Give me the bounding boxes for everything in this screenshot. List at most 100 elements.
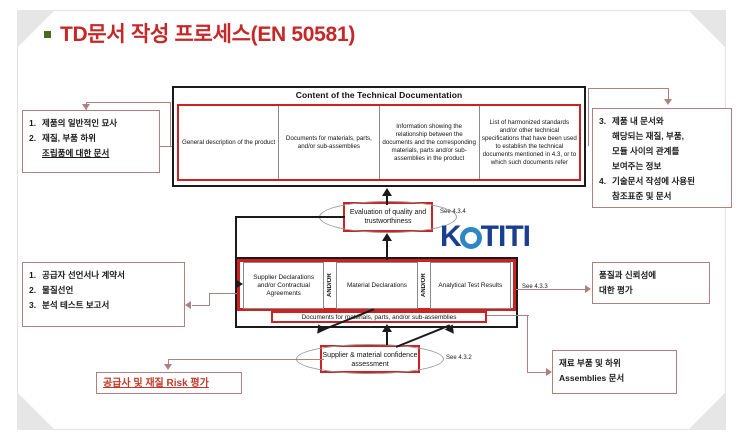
materials-group-cells: Supplier Declarations and/or Contractual… xyxy=(243,262,511,309)
feedback-line-vertical xyxy=(235,216,237,284)
technical-documentation-header: Content of the Technical Documentation xyxy=(295,90,463,100)
annotation-right-bottom: 재료 부품 및 하위 Assemblies 문서 xyxy=(552,350,677,394)
connector-left-bottom-h xyxy=(168,359,324,360)
see-ref-434: See 4.3.4 xyxy=(440,209,466,215)
annotation-left-middle: 1. 공급자 선언서나 계약서 2. 물질선언 3. 분석 테스트 보고서 xyxy=(22,262,185,327)
annotation-line: 재료 부품 및 하위 xyxy=(559,358,621,368)
annotation-line: 1. 제품의 일반적인 묘사 xyxy=(29,116,153,131)
flow-line-eval-to-td xyxy=(386,195,388,205)
evaluation-of-quality-node: Evaluation of quality and trustworthines… xyxy=(319,201,457,233)
bullet-square-icon xyxy=(44,31,51,38)
annotation-text: 모듈 사이의 관계를 xyxy=(612,146,680,156)
feedback-arrow-into-supplier xyxy=(235,279,243,289)
connector-left-mid-v xyxy=(209,293,210,305)
annotation-line: 대한 평가 xyxy=(599,285,633,295)
annotation-line: 조립품에 대한 문서 xyxy=(29,146,153,161)
connector-arrow-left-bottom xyxy=(164,364,172,370)
annotation-number: 1. xyxy=(29,270,37,280)
annotation-number: 2. xyxy=(29,133,37,143)
connector-arrow-right-top xyxy=(664,99,672,105)
annotation-line: 3. 분석 테스트 보고서 xyxy=(29,298,178,313)
annotation-text: 해당되는 재질, 부품, xyxy=(612,131,685,141)
annotation-text: 제품의 일반적인 묘사 xyxy=(42,118,118,128)
documents-for-materials-bar: Documents for materials, parts, and/or s… xyxy=(271,311,487,323)
annotation-line: 모듈 사이의 관계를 xyxy=(599,144,725,159)
connector-arrow-right-mid xyxy=(585,285,591,293)
corner-decoration-bottom-left xyxy=(17,392,55,430)
annotation-left-bottom: 공급사 및 재질 Risk 평가 xyxy=(96,372,242,394)
kotiti-logo-text-after: TITI xyxy=(480,220,531,253)
separator-and-or-2: AND/OR xyxy=(420,273,427,298)
supplier-material-confidence-node: Supplier & material confidence assessmen… xyxy=(296,344,444,374)
kotiti-logo: K TITI xyxy=(440,220,531,253)
connector-left-top-h xyxy=(86,102,170,103)
annotation-text: 공급사 및 재질 Risk 평가 xyxy=(103,378,209,389)
kotiti-logo-text-before: K xyxy=(440,220,462,253)
annotation-right-middle: 품질과 신뢰성에 대한 평가 xyxy=(592,262,710,304)
connector-left-top-v-right xyxy=(170,102,171,146)
connector-arrow-left-mid xyxy=(185,301,191,309)
kotiti-ring-icon xyxy=(459,227,482,249)
connector-arrow-right-bottom xyxy=(546,368,552,376)
connector-left-mid-h2 xyxy=(192,305,210,306)
annotation-line: 참조표준 및 문서 xyxy=(599,189,725,204)
connector-left-mid-h1 xyxy=(209,293,237,294)
technical-documentation-cells: General description of the product Docum… xyxy=(177,104,581,181)
slide-frame xyxy=(17,10,726,430)
corner-decoration-top-right xyxy=(688,10,726,48)
annotation-line: 해당되는 재질, 부품, xyxy=(599,129,725,144)
td-cell-text: Documents for materials, parts, and/or s… xyxy=(285,134,372,150)
td-cell-text: Information showing the relationship bet… xyxy=(382,122,476,162)
annotation-text: 재질, 부품 하위 xyxy=(42,133,97,143)
annotation-number: 3. xyxy=(599,116,607,126)
annotation-line: 1. 공급자 선언서나 계약서 xyxy=(29,268,178,283)
td-cell-documents-materials: Documents for materials, parts, and/or s… xyxy=(279,106,380,179)
connector-right-bottom-h xyxy=(527,372,547,373)
connector-right-top-v-left xyxy=(588,88,589,146)
see-ref-433: See 4.3.3 xyxy=(522,284,548,290)
confidence-assessment-label: Supplier & material confidence assessmen… xyxy=(322,352,418,368)
td-cell-text: List of harmonized standards and/or othe… xyxy=(481,118,577,166)
cell-analytical-test-results: Analytical Test Results xyxy=(429,262,511,309)
connector-right-mid-h xyxy=(516,289,586,290)
connector-left-top-h2 xyxy=(160,146,172,147)
td-cell-harmonized-standards: List of harmonized standards and/or othe… xyxy=(480,106,579,179)
page-title: TD문서 작성 프로세스(EN 50581) xyxy=(60,23,356,46)
annotation-line: 2. 재질, 부품 하위 xyxy=(29,131,153,146)
annotation-text: 참조표준 및 문서 xyxy=(612,191,672,201)
td-cell-general-description: General description of the product xyxy=(179,106,280,179)
annotation-number: 4. xyxy=(599,176,607,186)
annotation-number: 3. xyxy=(29,300,37,310)
annotation-text: 보여주는 정보 xyxy=(612,161,662,171)
flow-line-confidence-center xyxy=(386,331,388,345)
annotation-text: 제품 내 문서와 xyxy=(612,116,664,126)
td-cell-information-relationship: Information showing the relationship bet… xyxy=(380,106,480,179)
connector-right-bottom-h-top xyxy=(487,315,529,316)
feedback-line-horizontal xyxy=(235,216,345,218)
annotation-text: 공급자 선언서나 계약서 xyxy=(42,270,125,280)
annotation-line: 3. 제품 내 문서와 xyxy=(599,114,725,129)
annotation-line: 품질과 신뢰성에 xyxy=(599,270,657,280)
corner-decoration-bottom-right xyxy=(688,392,726,430)
cell-supplier-declarations: Supplier Declarations and/or Contractual… xyxy=(243,262,325,309)
td-cell-text: General description of the product xyxy=(182,138,276,146)
annotation-line: 2. 물질선언 xyxy=(29,283,178,298)
flow-arrow-up-to-td xyxy=(382,188,392,196)
annotation-line: 4. 기술문서 작성에 사용된 xyxy=(599,174,725,189)
annotation-text: 분석 테스트 보고서 xyxy=(42,300,110,310)
connector-right-top-v-right xyxy=(668,88,669,100)
annotation-text: 기술문서 작성에 사용된 xyxy=(612,176,695,186)
annotation-number: 2. xyxy=(29,285,37,295)
corner-decoration-top-left xyxy=(17,10,55,48)
annotation-right-top: 3. 제품 내 문서와 해당되는 재질, 부품, 모듈 사이의 관계를 보여주는 … xyxy=(592,108,732,208)
annotation-text: 물질선언 xyxy=(42,285,74,295)
cell-material-declarations: Material Declarations xyxy=(336,262,418,309)
annotation-number: 1. xyxy=(29,118,37,128)
evaluation-label: Evaluation of quality and trustworthines… xyxy=(349,209,427,225)
annotation-text: 조립품에 대한 문서 xyxy=(42,148,110,158)
see-ref-432: See 4.3.2 xyxy=(446,355,472,361)
connector-arrow-left-top xyxy=(82,104,90,110)
connector-right-bottom-v xyxy=(527,315,528,372)
annotation-left-top: 1. 제품의 일반적인 묘사 2. 재질, 부품 하위 조립품에 대한 문서 xyxy=(22,110,160,173)
